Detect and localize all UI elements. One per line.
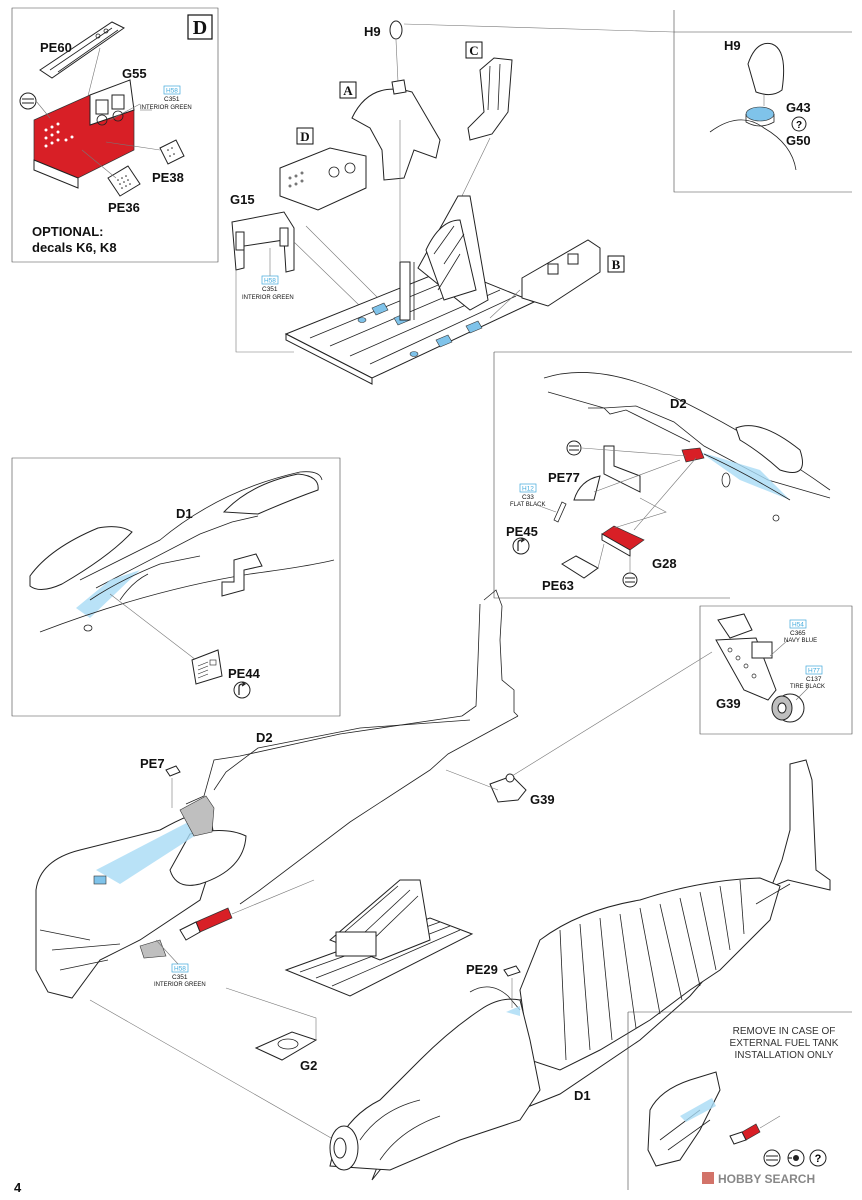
label-d2-inset: D2 xyxy=(670,396,687,411)
section-a-letter: A xyxy=(343,83,353,98)
part-c-harness xyxy=(467,57,513,141)
label-h9-inset: H9 xyxy=(724,38,741,53)
main-fuselage-right-half-d1: D1 PE29 xyxy=(329,759,831,1181)
paint-name-g15: INTERIOR GREEN xyxy=(242,295,294,301)
question-icon: ? xyxy=(809,1149,827,1167)
label-pe36: PE36 xyxy=(108,200,140,215)
part-h9-cover xyxy=(747,42,785,96)
main-fuselage-left-half-d2: D2 PE7 H58 C351 INTERIOR GREEN xyxy=(35,589,519,1167)
inset-h9-panel: H9 G43 ? G50 xyxy=(673,10,852,193)
label-pe44: PE44 xyxy=(228,666,261,681)
part-pe77 xyxy=(573,475,601,501)
optional-line1: OPTIONAL: xyxy=(32,224,104,239)
label-g50: G50 xyxy=(786,133,811,148)
part-g2: G2 xyxy=(225,987,317,1073)
cockpit-seat-frame xyxy=(399,120,489,321)
paint-code-c351-g15: C351 xyxy=(262,286,278,293)
label-g15: G15 xyxy=(230,192,255,207)
part-a-headrest xyxy=(351,79,441,181)
bend-icon xyxy=(512,537,530,555)
inset-d2-panel: D2 PE77 H12 C33 FLAT BLACK PE45 PE63 G28 xyxy=(493,351,852,599)
paint-code-h77: H77 xyxy=(808,668,820,675)
label-g43: G43 xyxy=(786,100,811,115)
pe38-part xyxy=(159,139,185,165)
paint-code-c351-d: C351 xyxy=(164,96,180,103)
inset-g39-panel: H54 C365 NAVY BLUE H77 C137 TIRE BLACK G… xyxy=(699,605,853,735)
page-number: 4 xyxy=(14,1180,22,1195)
paint-name-flat-black: FLAT BLACK xyxy=(510,502,545,508)
paint-code-h58-g15: H58 xyxy=(264,278,276,285)
section-c-letter: C xyxy=(469,43,478,58)
part-pe63 xyxy=(561,555,599,579)
label-g39-inset: G39 xyxy=(716,696,741,711)
label-pe45: PE45 xyxy=(506,524,538,539)
part-red-insert-main xyxy=(195,907,233,933)
label-pe77: PE77 xyxy=(548,470,580,485)
label-pe63: PE63 xyxy=(542,578,574,593)
pe36-part xyxy=(107,165,141,197)
paint-name-d: INTERIOR GREEN xyxy=(140,105,192,111)
question-icon: ? xyxy=(791,116,807,132)
watermark-text: HOBBY SEARCH xyxy=(718,1172,815,1186)
hobby-search-watermark: HOBBY SEARCH xyxy=(702,1172,815,1186)
paint-name-navy-blue: NAVY BLUE xyxy=(784,638,817,644)
paint-code-c365: C365 xyxy=(790,630,806,637)
pe60-part xyxy=(39,21,125,79)
remove-part-icon xyxy=(622,572,638,588)
fuel-note-line3: INSTALLATION ONLY xyxy=(735,1050,834,1061)
inset-d-panel: D PE60 G55 xyxy=(11,7,219,263)
paint-name-main: INTERIOR GREEN xyxy=(154,982,206,988)
part-d1-bracket xyxy=(221,553,263,597)
cockpit-small-main xyxy=(284,879,474,997)
part-g39-main: G39 xyxy=(445,651,713,807)
paint-code-c351-main: C351 xyxy=(172,974,188,981)
label-g2: G2 xyxy=(300,1058,317,1073)
paint-code-h58-main: H58 xyxy=(174,966,186,973)
fuel-note-line1: REMOVE IN CASE OF xyxy=(733,1026,836,1037)
instrument-panel-red xyxy=(33,79,135,189)
fuel-note-line2: EXTERNAL FUEL TANK xyxy=(730,1038,839,1049)
paint-code-c137: C137 xyxy=(806,676,822,683)
part-b xyxy=(521,239,601,307)
svg-text:?: ? xyxy=(796,120,802,131)
label-d2-main: D2 xyxy=(256,730,273,745)
paint-code-h54: H54 xyxy=(792,622,804,629)
label-d1-main: D1 xyxy=(574,1088,591,1103)
label-pe7: PE7 xyxy=(140,756,165,771)
label-g39-main: G39 xyxy=(530,792,555,807)
label-pe60: PE60 xyxy=(40,40,72,55)
paint-code-h12: H12 xyxy=(522,486,534,493)
label-g28: G28 xyxy=(652,556,677,571)
cockpit-assembly: H9 A C D G15 xyxy=(230,20,675,385)
label-pe29: PE29 xyxy=(466,962,498,977)
section-d-small-letter: D xyxy=(300,129,309,144)
part-d-panel xyxy=(279,147,367,211)
label-pe38: PE38 xyxy=(152,170,184,185)
svg-text:?: ? xyxy=(815,1153,822,1165)
paint-name-tire-black: TIRE BLACK xyxy=(790,684,825,690)
paint-code-h58-d: H58 xyxy=(166,88,178,95)
paint-code-c33: C33 xyxy=(522,494,534,501)
remove-part-icon xyxy=(19,92,37,110)
part-d2-bracket xyxy=(603,445,641,493)
label-d1-inset: D1 xyxy=(176,506,193,521)
remove-part-icon xyxy=(763,1149,781,1167)
bend-icon xyxy=(233,681,251,699)
label-g55: G55 xyxy=(122,66,147,81)
part-g15 xyxy=(231,211,295,273)
section-d-box-letter: D xyxy=(193,17,207,39)
rotate-icon xyxy=(787,1149,805,1167)
fuel-tank-note-panel: REMOVE IN CASE OF EXTERNAL FUEL TANK INS… xyxy=(627,1011,852,1190)
label-h9-top: H9 xyxy=(364,24,381,39)
optional-line2: decals K6, K8 xyxy=(32,240,117,255)
part-pe44 xyxy=(191,649,223,685)
part-g43-blue xyxy=(745,106,775,122)
inset-d1-panel: D1 PE44 xyxy=(11,457,341,717)
section-b-letter: B xyxy=(612,257,621,272)
remove-part-icon xyxy=(566,440,582,456)
